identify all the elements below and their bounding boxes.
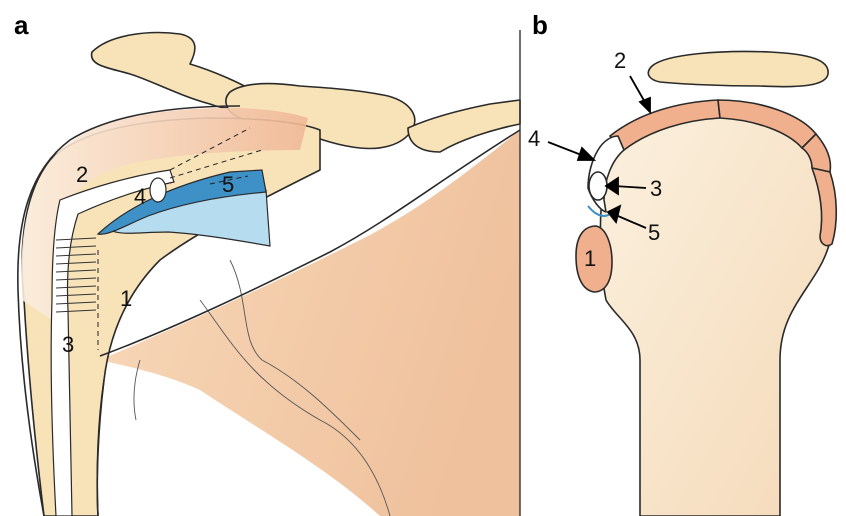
humerus-head-b bbox=[600, 105, 834, 516]
tendon-oval bbox=[150, 178, 166, 202]
panel-b-label-4: 4 bbox=[528, 126, 540, 151]
panel-a-letter: a bbox=[14, 10, 29, 40]
panel-b-label-5: 5 bbox=[648, 220, 660, 245]
panel-b-letter: b bbox=[532, 10, 548, 40]
panel-a-label-1: 1 bbox=[120, 286, 132, 311]
acromion-cross-section bbox=[648, 52, 828, 87]
panel-a-label-3: 3 bbox=[62, 332, 74, 357]
panel-b: b 2 4 3 5 1 bbox=[528, 10, 836, 516]
tendon-oval-b bbox=[589, 172, 607, 200]
panel-a-label-5: 5 bbox=[222, 172, 234, 197]
panel-a-label-4: 4 bbox=[134, 184, 146, 209]
panel-b-label-1: 1 bbox=[584, 246, 596, 271]
panel-b-label-3: 3 bbox=[650, 176, 662, 201]
panel-a-label-2: 2 bbox=[76, 162, 88, 187]
panel-b-label-2: 2 bbox=[614, 48, 626, 73]
panel-a: a bbox=[14, 10, 520, 516]
